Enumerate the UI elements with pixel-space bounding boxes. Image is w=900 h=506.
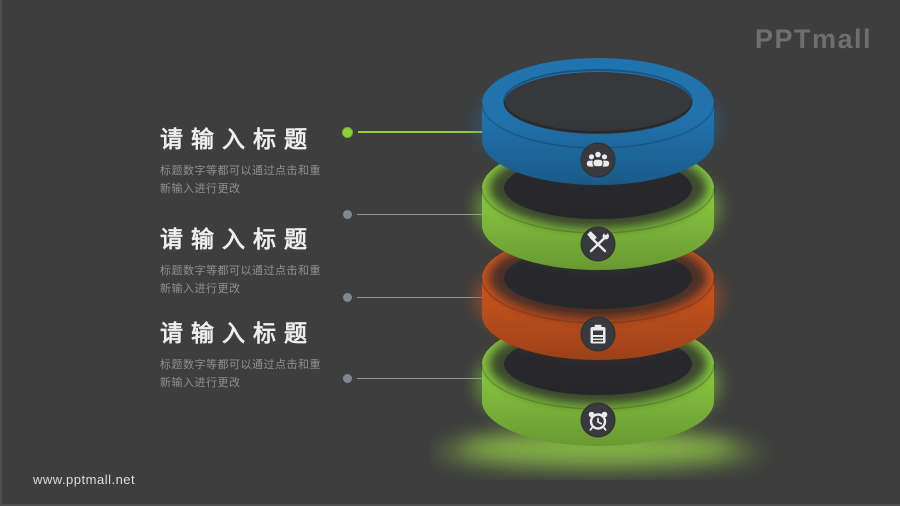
- ring-1-shading: [482, 58, 714, 185]
- ring-1[interactable]: [475, 58, 721, 185]
- people-icon: [586, 150, 610, 168]
- ring-stack: [433, 58, 763, 472]
- pptmall-logo: PPTmall: [754, 24, 872, 54]
- floor-glow: [460, 433, 736, 463]
- connector-2-line: [357, 213, 488, 215]
- connector-4: [342, 372, 488, 384]
- block-3-desc-line-2: 新输入进行更改: [160, 377, 241, 389]
- text-block-2[interactable]: 请输入标题 标题数字等都可以通过点击和重 新输入进行更改: [160, 220, 380, 298]
- ring-3-shading: [482, 233, 714, 360]
- block-1-desc-line-2: 新输入进行更改: [160, 183, 241, 195]
- text-block-1[interactable]: 请输入标题 标题数字等都可以通过点击和重 新输入进行更改: [160, 120, 380, 198]
- connector-1-dot: [342, 126, 353, 138]
- block-1-title[interactable]: 请输入标题: [160, 126, 315, 152]
- block-2-desc-line-1: 标题数字等都可以通过点击和重: [160, 265, 321, 277]
- connector-4-line: [357, 377, 488, 379]
- connector-3-line: [357, 296, 488, 298]
- connector-3-dot: [343, 292, 352, 302]
- block-1-desc[interactable]: 标题数字等都可以通过点击和重 新输入进行更改: [160, 162, 380, 198]
- footer-url: www.pptmall.net: [33, 472, 136, 487]
- block-2-desc[interactable]: 标题数字等都可以通过点击和重 新输入进行更改: [160, 262, 380, 298]
- block-2-desc-line-2: 新输入进行更改: [160, 283, 241, 295]
- block-3-title[interactable]: 请输入标题: [160, 320, 315, 346]
- connector-2: [342, 208, 488, 220]
- connector-2-dot: [343, 209, 352, 219]
- block-3-desc[interactable]: 标题数字等都可以通过点击和重 新输入进行更改: [160, 356, 380, 392]
- block-1-desc-line-1: 标题数字等都可以通过点击和重: [160, 165, 321, 177]
- connector-3: [342, 291, 488, 303]
- tools-icon: [587, 231, 609, 253]
- clipboard-icon: [590, 324, 606, 344]
- connector-4-dot: [343, 373, 352, 383]
- connector-1: [342, 126, 488, 138]
- text-block-3[interactable]: 请输入标题 标题数字等都可以通过点击和重 新输入进行更改: [160, 314, 380, 392]
- connector-1-line: [358, 131, 488, 133]
- block-2-title[interactable]: 请输入标题: [160, 226, 315, 252]
- block-3-desc-line-1: 标题数字等都可以通过点击和重: [160, 359, 321, 371]
- alarm-clock-icon: [588, 411, 608, 431]
